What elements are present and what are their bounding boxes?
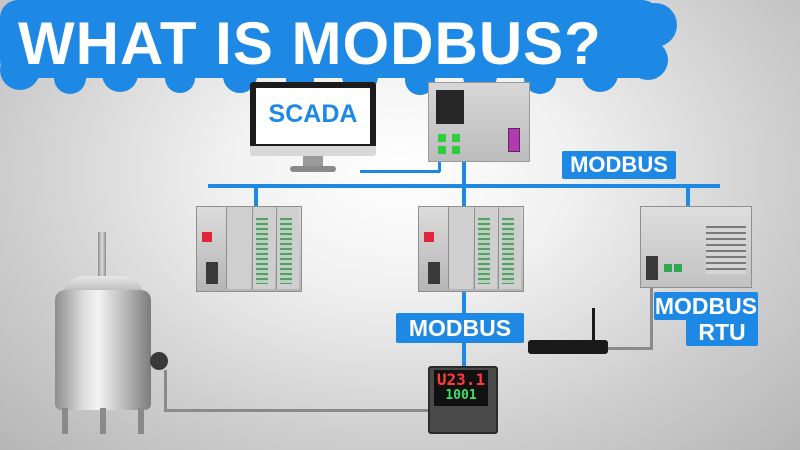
tank-leg	[100, 408, 106, 434]
controller-top-value: U23.1	[436, 370, 486, 389]
io-terminals	[256, 218, 268, 284]
modbus-rtu-label-line2: RTU	[686, 318, 758, 346]
controller-screen	[434, 370, 488, 406]
controller-bottom-value: 1001	[445, 388, 477, 403]
io-terminals	[478, 218, 490, 284]
modbus-label-middle: MODBUS	[396, 313, 524, 343]
tank-icon	[55, 290, 151, 410]
io-terminals	[280, 218, 292, 284]
drop-right	[686, 186, 690, 208]
rtu-terminals	[706, 226, 746, 274]
scada-label: SCADA	[268, 100, 358, 128]
module-connector	[206, 262, 218, 284]
drop-middle	[462, 186, 466, 208]
cpu-serial-port	[508, 128, 520, 152]
temperature-sensor-icon	[150, 352, 168, 370]
io-slot	[226, 207, 251, 289]
cpu-display	[436, 90, 464, 124]
router-antenna	[592, 308, 595, 342]
drop-left	[254, 186, 258, 208]
monitor-link-h	[360, 170, 440, 173]
modbus-label-top: MODBUS	[562, 151, 676, 179]
sensor-cable-v	[164, 370, 167, 412]
tank-leg	[138, 408, 144, 434]
monitor-chin	[250, 146, 376, 156]
status-indicator	[202, 232, 212, 242]
monitor-base	[290, 166, 336, 172]
cpu-port-led	[452, 134, 460, 142]
page-title: WHAT IS MODBUS?	[18, 10, 602, 77]
monitor-screen	[256, 88, 370, 144]
router-icon	[528, 340, 608, 354]
io-slot	[448, 207, 473, 289]
modbus-rtu-label-line1: MODBUS	[654, 292, 758, 320]
cpu-port-led	[438, 146, 446, 154]
cpu-port-led	[438, 134, 446, 142]
status-indicator	[424, 232, 434, 242]
sensor-cable-h	[164, 409, 430, 412]
rtu-terminal-block	[664, 264, 672, 272]
rtu-terminal-block	[674, 264, 682, 272]
module-connector	[428, 262, 440, 284]
io-terminals	[502, 218, 514, 284]
rtu-cable-h	[608, 347, 652, 350]
tank-leg	[62, 408, 68, 434]
monitor-link-v	[438, 156, 441, 172]
rtu-connector	[646, 256, 658, 280]
tank-vent-pipe	[98, 232, 106, 282]
cpu-bus-link	[462, 160, 466, 186]
cpu-port-led	[452, 146, 460, 154]
rtu-cable-v	[650, 286, 653, 350]
monitor-stand	[303, 156, 323, 168]
